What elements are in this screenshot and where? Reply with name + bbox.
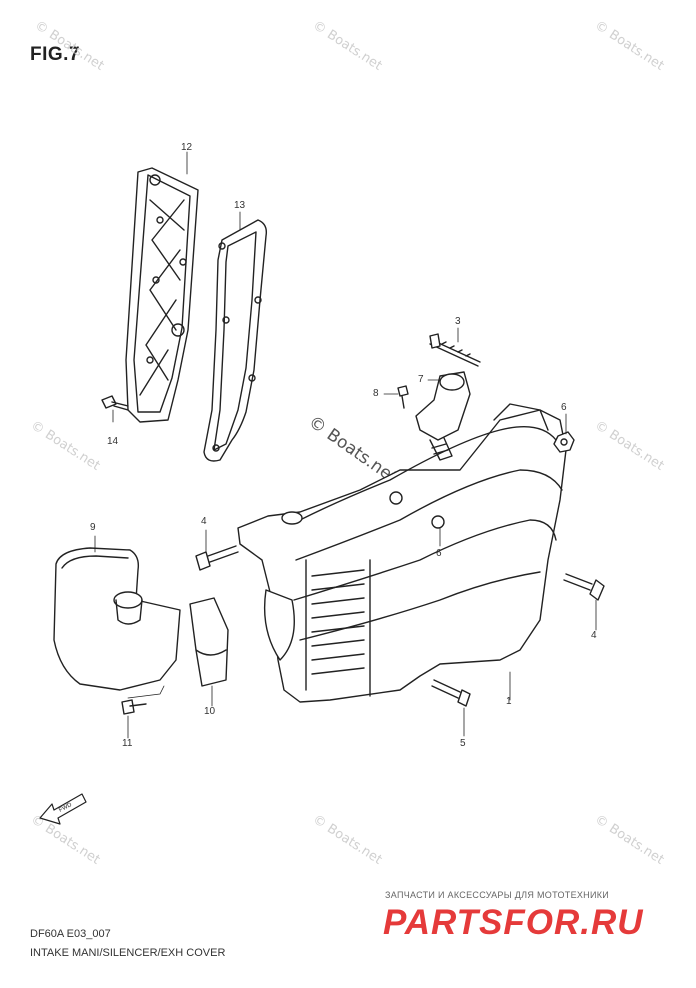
bolt-4-part: [195, 545, 605, 601]
screw-8-part: [397, 385, 409, 409]
intake-manifold-part: [237, 403, 567, 703]
callout-3: 3: [455, 316, 461, 327]
gasket-part: [203, 219, 268, 462]
callout-4-right: 4: [591, 630, 597, 641]
callout-12: 12: [181, 142, 193, 153]
callout-11: 11: [122, 738, 133, 749]
stud-3-part: [429, 333, 481, 367]
figure-label: FIG.7: [30, 44, 81, 65]
silencer-part: [53, 547, 181, 691]
callout-8: 8: [373, 388, 379, 399]
callout-7: 7: [418, 374, 424, 385]
callout-4-left: 4: [201, 516, 207, 527]
callout-10: 10: [204, 706, 216, 717]
leader-lines: [94, 151, 597, 739]
exhaust-cover-part: [125, 167, 199, 423]
callout-13: 13: [234, 200, 246, 211]
callout-14: 14: [107, 436, 119, 447]
bolt-14-part: [101, 395, 129, 411]
fwd-arrow-icon: [39, 793, 87, 825]
bolt-5-part: [431, 679, 471, 707]
clamp-part: [189, 597, 229, 687]
shop-tagline: ЗАПЧАСТИ И АКСЕССУАРЫ ДЛЯ МОТОТЕХНИКИ: [385, 890, 610, 900]
callout-5: 5: [460, 738, 466, 749]
diagram-caption: INTAKE MANI/SILENCER/EXH COVER: [30, 947, 226, 959]
callout-6-bottom: 6: [436, 548, 442, 559]
callout-1: 1: [506, 696, 512, 707]
callout-9: 9: [90, 522, 96, 533]
shop-logo[interactable]: PARTSFOR.RU: [383, 903, 644, 942]
screw-11-part: [121, 699, 147, 715]
iac-valve-part: [415, 371, 471, 461]
diagram-code: DF60A E03_007: [30, 928, 111, 940]
nut-6-part: [553, 431, 575, 453]
callout-6-top: 6: [561, 402, 567, 413]
